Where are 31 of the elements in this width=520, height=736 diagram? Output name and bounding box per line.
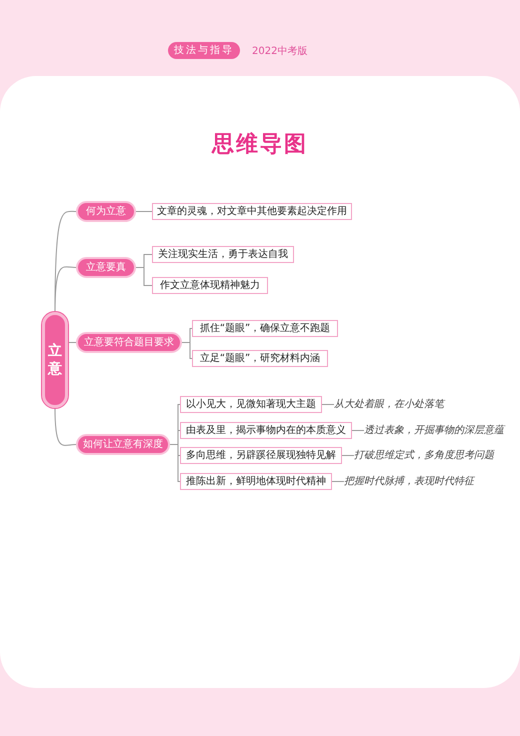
connector-line <box>136 267 152 286</box>
topic-pill: 立意要真 <box>76 257 136 278</box>
connector-line <box>352 430 364 431</box>
title: 思维导图 <box>210 130 309 159</box>
topic-pill: 何为立意 <box>76 201 136 222</box>
text-box: 文章的灵魂，对文章中其他要素起决定作用 <box>152 203 352 220</box>
root-topic-pill: 立意 <box>42 312 68 408</box>
edition-label: 2022中考版 <box>252 44 308 59</box>
text-box: 以小见大，见微知著现大主题 <box>180 396 322 413</box>
series-badge: 技法与指导 <box>168 42 240 59</box>
connector-line <box>136 211 152 212</box>
annotation-text: 把握时代脉搏，表现时代特征 <box>344 473 484 490</box>
text-box: 推陈出新，鲜明地体现时代精神 <box>180 473 332 490</box>
topic-pill: 如何让立意有深度 <box>76 434 170 455</box>
text-box: 关注现实生活，勇于表达自我 <box>152 246 294 263</box>
connector-line <box>170 444 180 482</box>
connector-line <box>54 408 76 446</box>
text-box: 由表及里，揭示事物内在的本质意义 <box>180 422 352 439</box>
text-box: 作文立意体现精神魅力 <box>152 277 268 294</box>
topic-pill: 立意要符合题目要求 <box>76 332 182 353</box>
annotation-text: 从大处着眼，在小处落笔 <box>334 396 454 413</box>
annotation-text: 透过表象，开掘事物的深层意蕴 <box>364 422 512 439</box>
text-box: 多向思维，另辟蹊径展现独特见解 <box>180 447 342 464</box>
connector-line <box>182 342 192 359</box>
connector-line <box>332 481 344 482</box>
connector-line <box>54 266 76 312</box>
annotation-text: 打破思维定式，多角度思考问题 <box>354 447 502 464</box>
connector-line <box>322 404 334 405</box>
connector-line <box>342 455 354 456</box>
text-box: 抓住“题眼”，确保立意不跑题 <box>192 320 338 337</box>
text-box: 立足“题眼”，研究材料内涵 <box>192 350 328 367</box>
